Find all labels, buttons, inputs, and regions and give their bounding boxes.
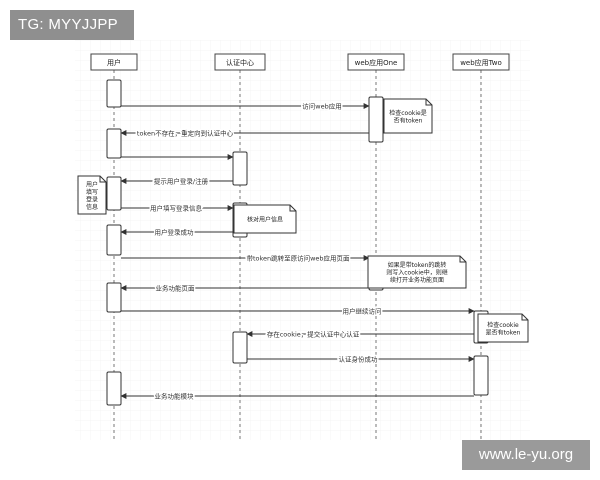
- message-label: 带token跳转至原访问web应用页面: [246, 254, 350, 263]
- message-label: 访问web应用: [302, 102, 341, 111]
- activation-bar-user: [106, 371, 122, 406]
- note-text: 否有token: [394, 116, 423, 124]
- message-4: 提示用户登录/注册: [120, 175, 233, 187]
- note-fold: [459, 256, 466, 263]
- note-text: 填写: [86, 188, 98, 196]
- note-fold: [425, 99, 432, 106]
- message-label: 业务功能页面: [156, 284, 196, 293]
- note-text: 续打开业务功能页面: [390, 276, 444, 284]
- participant-label: 用户: [107, 58, 121, 67]
- note-text: 信息: [86, 203, 98, 211]
- message-6: 用户登录成功: [120, 226, 233, 238]
- participant-auth: 认证中心: [214, 53, 266, 71]
- message-9: 用户继续访问: [121, 305, 475, 317]
- activation-bar-user: [106, 176, 122, 211]
- note-text: 检查cookie: [487, 321, 519, 329]
- note-box: [367, 255, 467, 289]
- activation-bar-webone: [368, 96, 384, 143]
- channel-tag: TG: MYYJJPP: [10, 10, 134, 40]
- message-label: 认证身份成功: [339, 355, 379, 364]
- participant-box: [90, 53, 138, 71]
- note-fold: [99, 176, 106, 183]
- note-fold: [521, 314, 528, 321]
- activation-bar-user: [106, 128, 122, 159]
- note-text: 用户: [86, 180, 98, 188]
- message-11: 认证身份成功: [247, 353, 475, 365]
- activation-bar-user: [106, 224, 122, 256]
- note-text: 检查cookie是: [389, 109, 426, 117]
- message-7: 带token跳转至原访问web应用页面: [121, 252, 370, 264]
- participant-label: web应用One: [355, 58, 398, 67]
- message-label: 用户登录成功: [155, 228, 195, 237]
- note-box: [383, 98, 433, 134]
- activation-bar-user: [106, 282, 122, 313]
- message-label: 提示用户登录/注册: [154, 177, 209, 186]
- site-watermark: www.le-yu.org: [462, 440, 590, 470]
- note-text: 登录: [86, 195, 98, 203]
- message-label: 存在cookie，提交认证中心认证: [267, 330, 360, 339]
- message-8: 业务功能页面: [120, 282, 369, 294]
- message-label: 用户填写登录信息: [150, 204, 203, 213]
- message-5: 用户填写登录信息: [121, 202, 234, 214]
- note-box: [233, 204, 297, 234]
- note-3: 核对用户信息: [233, 204, 297, 234]
- activation-bar-auth: [232, 331, 248, 364]
- note-box: [77, 175, 107, 215]
- message-10: 存在cookie，提交认证中心认证: [246, 328, 474, 340]
- note-text: 是否有token: [486, 328, 521, 336]
- message-12: 业务功能模块: [120, 390, 474, 402]
- participant-box: [452, 53, 510, 71]
- note-text: 核对用户信息: [247, 216, 283, 224]
- note-text: 则写入cookie中，则继: [386, 269, 447, 277]
- note-text: 如果是带token的跳转: [388, 261, 447, 269]
- message-label: 用户继续访问: [343, 307, 382, 316]
- grid-background: [75, 40, 530, 440]
- participant-box: [214, 53, 266, 71]
- note-fold: [289, 205, 296, 212]
- note-box: [477, 313, 529, 343]
- participant-label: 认证中心: [226, 58, 254, 67]
- message-1: 访问web应用: [121, 100, 370, 112]
- activation-bar-user: [106, 79, 122, 108]
- note-2: 用户填写登录信息: [77, 175, 107, 215]
- message-2: token不存在，重定向到认证中心: [120, 127, 369, 139]
- activation-bar-auth: [232, 151, 248, 186]
- participant-user: 用户: [90, 53, 138, 71]
- participant-webtwo: web应用Two: [452, 53, 510, 71]
- message-label: token不存在，重定向到认证中心: [137, 129, 234, 138]
- participant-label: web应用Two: [460, 58, 502, 67]
- participant-box: [347, 53, 405, 71]
- message-label: 业务功能模块: [155, 392, 195, 401]
- participant-webone: web应用One: [347, 53, 405, 71]
- activation-bar-webtwo: [473, 355, 489, 396]
